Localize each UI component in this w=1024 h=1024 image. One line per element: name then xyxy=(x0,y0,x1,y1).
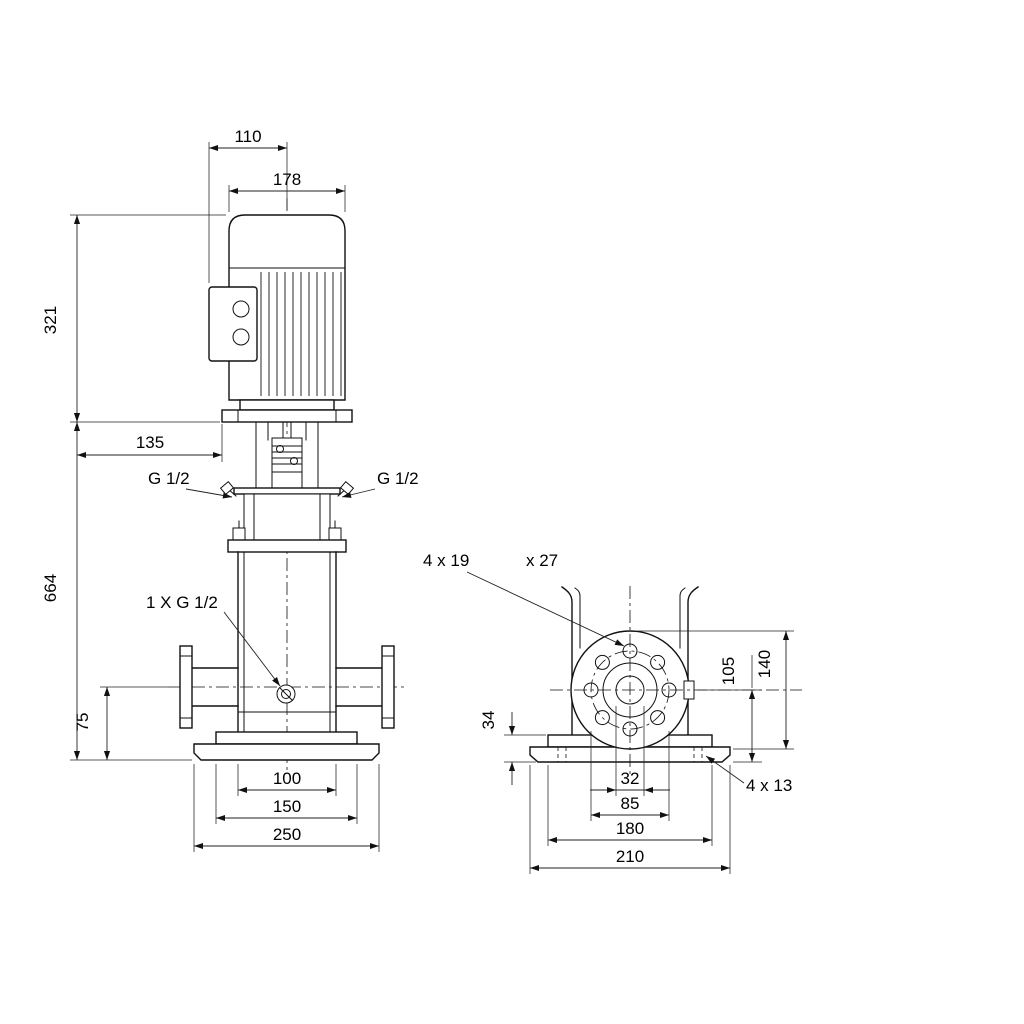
plug-right-label: G 1/2 xyxy=(377,469,419,488)
front-view xyxy=(179,214,395,761)
dim-85-label: 85 xyxy=(621,794,640,813)
plug-left xyxy=(219,481,237,497)
terminal-box xyxy=(208,286,258,362)
dim-178-label: 178 xyxy=(273,170,301,189)
motor xyxy=(208,214,353,423)
dim-150-label: 150 xyxy=(273,797,301,816)
port-flange-right xyxy=(381,645,395,729)
dim-100-label: 100 xyxy=(273,769,301,788)
motor-flange xyxy=(221,409,353,423)
dim-250-label: 250 xyxy=(273,825,301,844)
side-sleeve xyxy=(561,586,699,736)
sleeve-top-flange xyxy=(227,539,347,553)
flange-holes-cb-label: x 27 xyxy=(526,551,558,570)
pump-sleeve xyxy=(227,520,347,733)
dim-321-label: 321 xyxy=(41,306,60,334)
coupling-bolt xyxy=(290,457,298,465)
side-view xyxy=(529,586,802,775)
shaft-coupling xyxy=(271,437,303,473)
coupling-bolt xyxy=(276,445,284,453)
port-flange-left xyxy=(179,645,193,729)
drain-plug-leader xyxy=(223,611,281,687)
dimensions xyxy=(70,142,794,874)
pump-head xyxy=(219,471,355,541)
plug-right-leader xyxy=(341,488,376,498)
dim-180-label: 180 xyxy=(616,819,644,838)
suction-discharge-ports xyxy=(179,645,395,729)
plug-left-leader xyxy=(185,488,233,499)
dim-135-label: 135 xyxy=(136,433,164,452)
flange-holes-leader xyxy=(466,571,625,647)
plug-left-label: G 1/2 xyxy=(148,469,190,488)
pump-base xyxy=(193,731,380,761)
dim-34-label: 34 xyxy=(479,711,498,730)
staybolt-nut xyxy=(232,527,246,541)
base-holes-label: 4 x 13 xyxy=(746,776,792,795)
dim-664-label: 664 xyxy=(41,574,60,602)
dim-110-label: 110 xyxy=(234,127,261,146)
staybolt-nut xyxy=(328,527,342,541)
dim-75-label: 75 xyxy=(73,713,92,732)
motor-cooling-fins xyxy=(260,272,342,396)
labels: 110 178 321 135 664 75 100 150 250 G 1/2… xyxy=(41,127,792,866)
base-holes-leader xyxy=(705,755,745,784)
motor-stool-coupling xyxy=(255,421,319,489)
dim-32-label: 32 xyxy=(621,769,640,788)
flange-holes-label: 4 x 19 xyxy=(423,551,469,570)
dim-210-label: 210 xyxy=(616,847,644,866)
dim-140-label: 140 xyxy=(755,650,774,678)
drain-plug-label: 1 X G 1/2 xyxy=(146,593,218,612)
dim-105-label: 105 xyxy=(719,657,738,685)
priming-boss xyxy=(271,471,303,489)
cable-entry-hole xyxy=(232,300,250,318)
drain-plug xyxy=(276,684,296,704)
motor-foot xyxy=(239,399,335,411)
cable-entry-hole xyxy=(232,328,250,346)
